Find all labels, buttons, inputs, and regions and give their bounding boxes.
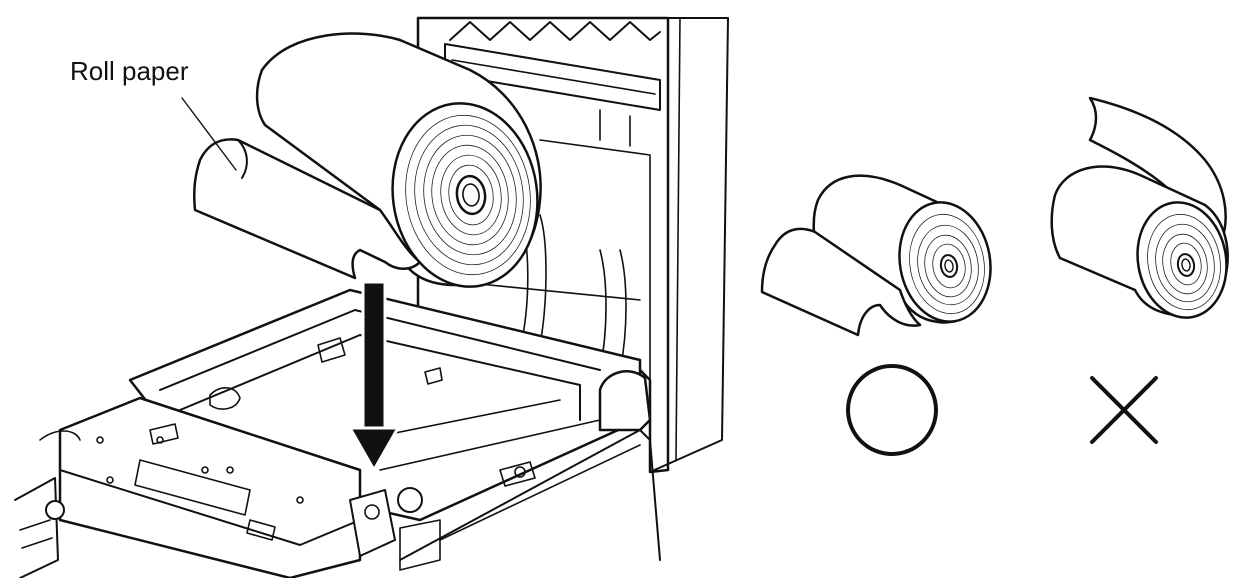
insert-direction-arrow xyxy=(348,280,400,472)
incorrect-orientation-example xyxy=(1050,96,1229,444)
correct-circle-symbol xyxy=(846,364,938,456)
correct-orientation-example xyxy=(760,174,992,456)
roll-paper-label: Roll paper xyxy=(70,56,189,86)
callout-leader-line xyxy=(181,97,237,171)
printer-illustration xyxy=(14,16,729,580)
incorrect-cross-symbol xyxy=(1090,376,1158,444)
roll-end-rings xyxy=(405,114,531,276)
roll-paper-inserted xyxy=(192,32,542,288)
print-head-unit xyxy=(14,396,441,580)
